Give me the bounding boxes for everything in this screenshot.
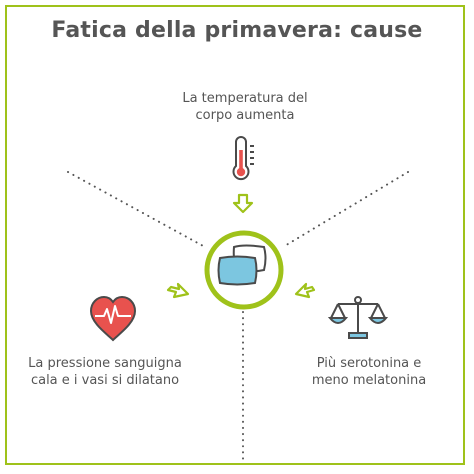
cause-pressure-line1: La pressione sanguigna (28, 356, 182, 371)
heart-pulse-icon (89, 295, 137, 342)
arrow-left-icon (294, 282, 316, 299)
cause-temperature-line1: La temperatura del (182, 91, 308, 106)
arrow-down-icon (232, 193, 254, 214)
center-pillows (204, 230, 284, 310)
pillows-icon (217, 244, 267, 286)
arrow-right-icon (166, 282, 190, 299)
arrows (166, 193, 316, 299)
dotted-line-upper-left (67, 171, 206, 248)
dotted-connectors (67, 171, 409, 463)
dotted-line-upper-right (282, 171, 409, 248)
cause-pressure-label: La pressione sanguigna cala e i vasi si … (20, 355, 190, 389)
thermometer-icon (232, 136, 254, 181)
balance-scale-icon (327, 296, 389, 339)
cause-temperature-label: La temperatura del corpo aumenta (160, 90, 330, 124)
page-title: Fatica della primavera: cause (51, 18, 423, 43)
cause-hormones-line1: Più serotonina e (316, 356, 422, 371)
cause-hormones-label: Più serotonina e meno melatonina (284, 355, 454, 389)
cause-temperature-line2: corpo aumenta (195, 108, 295, 123)
cause-hormones-line2: meno melatonina (311, 373, 427, 388)
cause-pressure-line2: cala e i vasi si dilatano (30, 373, 180, 388)
